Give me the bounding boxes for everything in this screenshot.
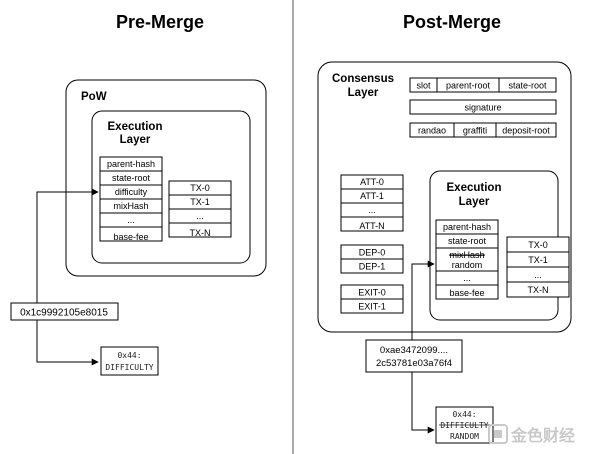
consensus-field-text: signature <box>464 103 501 113</box>
consensus-field-text: randao <box>418 126 446 136</box>
exit-text: EXIT-0 <box>358 288 386 298</box>
consensus-field-text: state-root <box>508 81 547 91</box>
deposit-item <box>340 258 404 274</box>
consensus-field <box>495 122 557 138</box>
watermark-logo-icon <box>488 424 508 444</box>
post-value-line-1: 0xae3472099.... <box>380 345 448 356</box>
header-field-text: state-root <box>112 173 151 183</box>
header-field <box>99 226 163 242</box>
watermark-logo-inner <box>494 430 502 438</box>
watermark-text: 金色财经 <box>510 426 575 445</box>
tx-field <box>506 281 570 298</box>
pre-execution-label-2: Layer <box>120 134 151 146</box>
tx-field <box>168 222 232 238</box>
consensus-field-text: graffiti <box>463 126 487 136</box>
post-connector-line <box>411 260 435 340</box>
consensus-field <box>498 77 557 93</box>
deposit-text: DEP-0 <box>359 248 386 258</box>
pre-opcode-line-1: 0x44: <box>117 351 141 360</box>
header-field-text: state-root <box>448 236 487 246</box>
header-field-text: base-fee <box>113 232 148 242</box>
header-field-text: ... <box>127 215 135 225</box>
post-opcode-line-2: DIFFICULTY <box>440 421 488 430</box>
tx-field-text: TX-N <box>190 228 211 238</box>
tx-field-text: TX-0 <box>190 183 210 193</box>
consensus-field <box>409 99 557 115</box>
attestation-text: ATT-1 <box>360 191 384 201</box>
attestation-text: ATT-0 <box>360 177 384 187</box>
exit-list: EXIT-0 EXIT-1 <box>340 284 404 314</box>
tx-field-text: ... <box>534 270 542 280</box>
pre-merge-title: Pre-Merge <box>116 12 204 32</box>
tx-field-text: ... <box>196 211 204 221</box>
post-execution-label-1: Execution <box>447 182 502 194</box>
tx-field-text: TX-1 <box>528 255 548 265</box>
post-value-line-2: 2c53781e03a76f4 <box>376 358 452 369</box>
deposit-text: DEP-1 <box>359 262 386 272</box>
consensus-field-text: slot <box>416 81 431 91</box>
attestation-text: ... <box>368 205 376 215</box>
post-execution-label-2: Layer <box>459 196 490 208</box>
attestation-item <box>340 216 404 232</box>
consensus-field-text: deposit-root <box>502 126 550 136</box>
pre-opcode-box <box>100 346 159 376</box>
post-opcode-line-1: 0x44: <box>452 410 476 419</box>
exit-item <box>340 298 404 314</box>
tx-field-text: TX-0 <box>528 240 548 250</box>
pre-connector-arrow <box>36 320 99 366</box>
header-field-text: random <box>452 260 483 270</box>
consensus-header-fields: slot parent-root state-root signature ra… <box>409 77 557 138</box>
attestation-text: ATT-N <box>359 221 384 231</box>
header-field-text: base-fee <box>449 288 484 298</box>
pre-header-fields: parent-hash state-root difficulty mixHas… <box>99 156 163 242</box>
pre-execution-label-1: Execution <box>108 121 163 133</box>
header-field-text: ... <box>463 273 471 283</box>
tx-field-text: TX-1 <box>190 197 210 207</box>
post-header-fields: parent-hash state-root mixHash random ..… <box>435 219 499 300</box>
post-connector-arrow <box>411 372 435 434</box>
header-field-text: mixHash <box>113 201 148 211</box>
post-tx-fields: TX-0 TX-1 ... TX-N <box>506 236 570 298</box>
consensus-label-2: Layer <box>348 87 379 99</box>
header-field-text: parent-hash <box>107 159 155 169</box>
pre-value-box <box>10 302 119 321</box>
pre-opcode-line-2: DIFFICULTY <box>105 363 153 372</box>
attestation-list: ATT-0 ATT-1 ... ATT-N <box>340 174 404 232</box>
pre-connector-line <box>36 188 99 303</box>
consensus-field-text: parent-root <box>446 81 491 91</box>
consensus-label-1: Consensus <box>332 73 394 85</box>
pre-tx-fields: TX-0 TX-1 ... TX-N <box>168 180 232 238</box>
header-field <box>435 284 499 300</box>
header-field-text: difficulty <box>115 187 148 197</box>
watermark: 金色财经 <box>488 424 575 445</box>
header-field-text: parent-hash <box>443 222 491 232</box>
deposit-list: DEP-0 DEP-1 <box>340 244 404 274</box>
post-opcode-line-3: RANDOM <box>450 432 479 441</box>
post-value-box <box>365 339 463 373</box>
exit-text: EXIT-1 <box>358 302 386 312</box>
post-merge-title: Post-Merge <box>403 12 501 32</box>
pow-label: PoW <box>81 91 107 103</box>
tx-field-text: TX-N <box>528 285 549 295</box>
pre-value-text: 0x1c9992105e8015 <box>20 308 108 319</box>
